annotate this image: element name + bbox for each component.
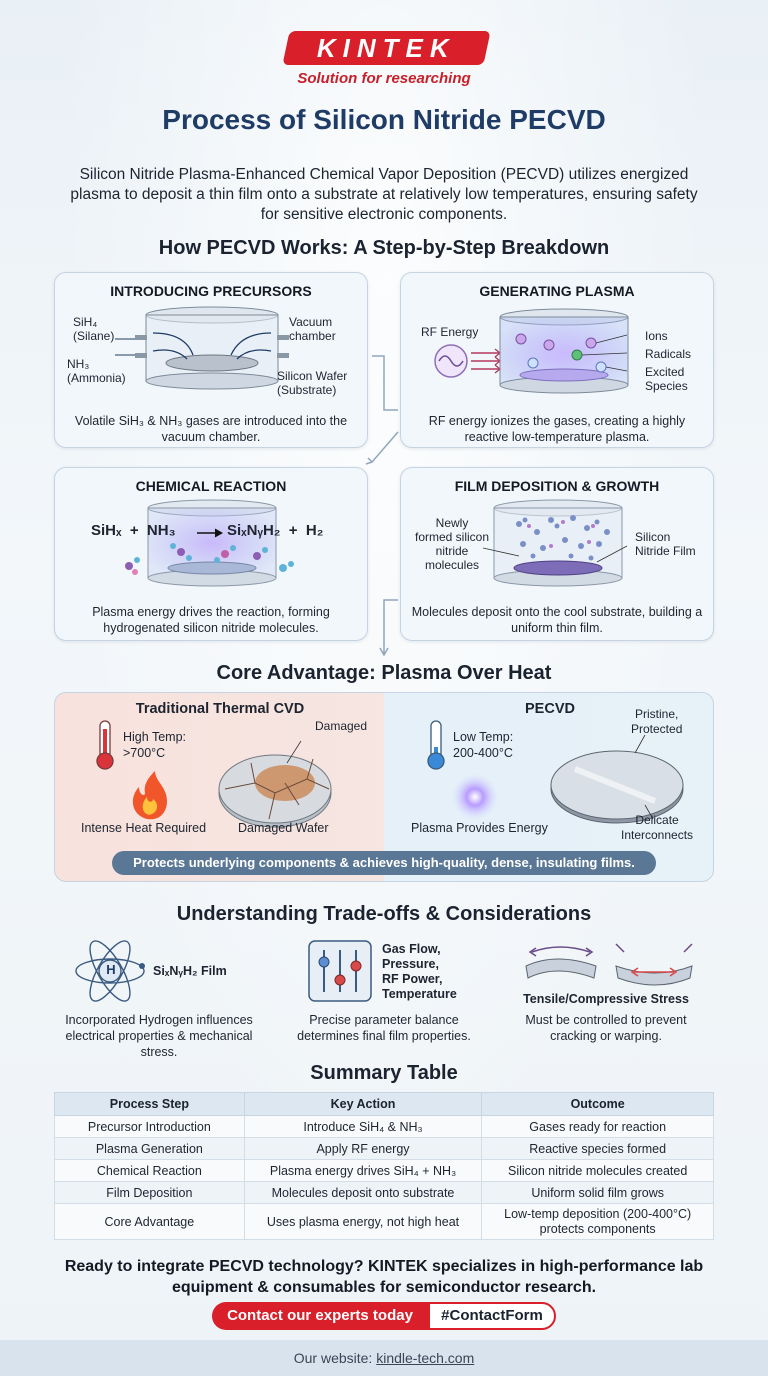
damaged-label: Damaged — [315, 719, 368, 733]
hydrogen-caption: Incorporated Hydrogen influences electri… — [65, 1013, 253, 1059]
damaged-wafer-icon — [218, 740, 332, 828]
low-temp-label: Low Temp: 200-400°C — [453, 730, 514, 760]
cta-text: Ready to integrate PECVD technology? KIN… — [64, 1258, 704, 1296]
tradeoffs-heading: Understanding Trade-offs & Consideration… — [176, 903, 592, 925]
card-caption: Volatile SiH₃ & NH₃ gases are introduced… — [74, 414, 348, 444]
table-cell: Molecules deposit onto substrate — [243, 1181, 483, 1204]
damaged-wafer-label: Damaged Wafer — [238, 821, 329, 835]
deposition-chamber-illustration — [482, 499, 628, 587]
contact-form-link[interactable]: #ContactForm — [428, 1302, 556, 1330]
table-cell: Precursor Introduction — [54, 1115, 245, 1138]
vacuum-chamber-label: Vacuum chamber — [289, 315, 336, 343]
table-cell: Reactive species formed — [481, 1137, 714, 1160]
plasma-glow-icon — [451, 773, 499, 821]
card-introducing-precursors: INTRODUCING PRECURSORS SiH₄ (Silane) NH₃… — [54, 272, 368, 448]
table-cell: Core Advantage — [54, 1203, 245, 1240]
page-title: Process of Silicon Nitride PECVD — [162, 104, 606, 135]
card-chemical-reaction: CHEMICAL REACTION SiHₓ + NH₃ SiₓNᵧH₂ + H… — [54, 467, 368, 641]
card-title: GENERATING PLASMA — [479, 283, 635, 299]
table-cell: Low-temp deposition (200-400°C) protects… — [481, 1203, 714, 1240]
vacuum-chamber-illustration — [115, 306, 289, 390]
card-generating-plasma: GENERATING PLASMA RF Energy Ions Radical… — [400, 272, 714, 448]
column-header: Process Step — [54, 1092, 245, 1116]
table-header-row: Process Step Key Action Outcome — [54, 1092, 714, 1116]
card-title: CHEMICAL REACTION — [135, 478, 287, 494]
card-film-deposition: FILM DEPOSITION & GROWTH Newly formed si… — [400, 467, 714, 641]
summary-table: Process Step Key Action Outcome Precurso… — [54, 1092, 714, 1240]
advantage-panel: Traditional Thermal CVD PECVD — [54, 692, 714, 882]
parameters-list: Gas Flow, Pressure, RF Power, Temperatur… — [382, 942, 457, 1001]
silane-label: SiH₄ (Silane) — [73, 315, 115, 343]
intense-heat-label: Intense Heat Required — [81, 821, 207, 835]
silicon-nitride-film-label: Silicon Nitride Film — [635, 530, 696, 558]
pristine-wafer-icon — [550, 734, 684, 824]
pecvd-title: PECVD — [525, 701, 575, 717]
interconnects-label: Delicate Interconnects — [621, 813, 694, 842]
table-row: Film Deposition Molecules deposit onto s… — [54, 1181, 714, 1204]
advantage-illustrations — [96, 720, 684, 828]
flame-icon — [132, 771, 167, 820]
table-cell: Apply RF energy — [243, 1137, 483, 1160]
parameters-caption: Precise parameter balance determines fin… — [297, 1013, 471, 1043]
table-row: Chemical Reaction Plasma energy drives S… — [54, 1159, 714, 1182]
hydrogen-atom-icon — [75, 940, 145, 1002]
contact-experts-button[interactable]: Contact our experts today — [212, 1302, 428, 1330]
table-cell: Uses plasma energy, not high heat — [243, 1203, 483, 1240]
column-header: Outcome — [481, 1092, 714, 1116]
advantage-banner: Protects underlying components & achieve… — [112, 851, 656, 875]
steps-heading: How PECVD Works: A Step-by-Step Breakdow… — [158, 237, 610, 259]
step-connectors — [365, 355, 399, 657]
footer: Our website: kindle-tech.com — [0, 1340, 768, 1376]
table-row: Plasma Generation Apply RF energy Reacti… — [54, 1137, 714, 1160]
reaction-chamber-illustration — [125, 499, 294, 587]
card-caption: Plasma energy drives the reaction, formi… — [92, 605, 330, 635]
pristine-label: Pristine, Protected — [631, 707, 683, 736]
hydrogen-symbol: H — [106, 962, 116, 977]
table-row: Core Advantage Uses plasma energy, not h… — [54, 1203, 714, 1240]
plasma-chamber-illustration — [434, 308, 629, 394]
plasma-energy-label: Plasma Provides Energy — [411, 821, 548, 835]
thermal-cvd-title: Traditional Thermal CVD — [135, 701, 305, 717]
footer-prefix: Our website: — [293, 1350, 377, 1366]
new-molecules-label: Newly formed silicon nitride molecules — [415, 516, 490, 572]
table-cell: Plasma Generation — [54, 1137, 245, 1160]
card-caption: Molecules deposit onto the cool substrat… — [411, 605, 703, 635]
stress-caption: Must be controlled to prevent cracking o… — [525, 1013, 687, 1043]
table-cell: Silicon nitride molecules created — [481, 1159, 714, 1182]
table-cell: Film Deposition — [54, 1181, 245, 1204]
card-title: FILM DEPOSITION & GROWTH — [454, 478, 660, 494]
thermometer-hot-icon — [96, 720, 114, 770]
table-cell: Uniform solid film grows — [481, 1181, 714, 1204]
equation-right: SiₓNᵧH₂ + H₂ — [227, 522, 324, 539]
summary-heading: Summary Table — [310, 1062, 458, 1084]
equation-left: SiHₓ + NH₃ — [91, 522, 176, 539]
card-title: INTRODUCING PRECURSORS — [110, 283, 312, 299]
high-temp-label: High Temp: >700°C — [123, 730, 186, 760]
table-cell: Introduce SiH₄ & NH₃ — [243, 1115, 483, 1138]
website-link[interactable]: kindle-tech.com — [376, 1350, 475, 1366]
stress-label: Tensile/Compressive Stress — [523, 992, 689, 1006]
excited-species-label: Excited Species — [645, 365, 688, 393]
ions-label: Ions — [645, 329, 668, 343]
sliders-icon — [308, 940, 372, 1002]
radicals-label: Radicals — [645, 347, 692, 361]
table-row: Precursor Introduction Introduce SiH₄ & … — [54, 1115, 714, 1138]
sinh-film-label: SiₓNᵧH₂ Film — [153, 964, 227, 978]
table-cell: Chemical Reaction — [54, 1159, 245, 1182]
intro-text: Silicon Nitride Plasma-Enhanced Chemical… — [70, 166, 698, 223]
advantage-heading: Core Advantage: Plasma Over Heat — [216, 662, 552, 684]
thermometer-cool-icon — [427, 720, 445, 770]
silicon-wafer-label: Silicon Wafer (Substrate) — [277, 369, 348, 397]
tagline: Solution for researching — [297, 70, 471, 87]
ammonia-label: NH₃ (Ammonia) — [67, 357, 126, 385]
card-caption: RF energy ionizes the gases, creating a … — [428, 414, 686, 444]
stress-icon — [525, 943, 693, 986]
table-cell: Plasma energy drives SiH₄ + NH₃ — [243, 1159, 483, 1182]
rf-energy-label: RF Energy — [421, 325, 479, 339]
table-cell: Gases ready for reaction — [481, 1115, 714, 1138]
column-header: Key Action — [243, 1092, 483, 1116]
